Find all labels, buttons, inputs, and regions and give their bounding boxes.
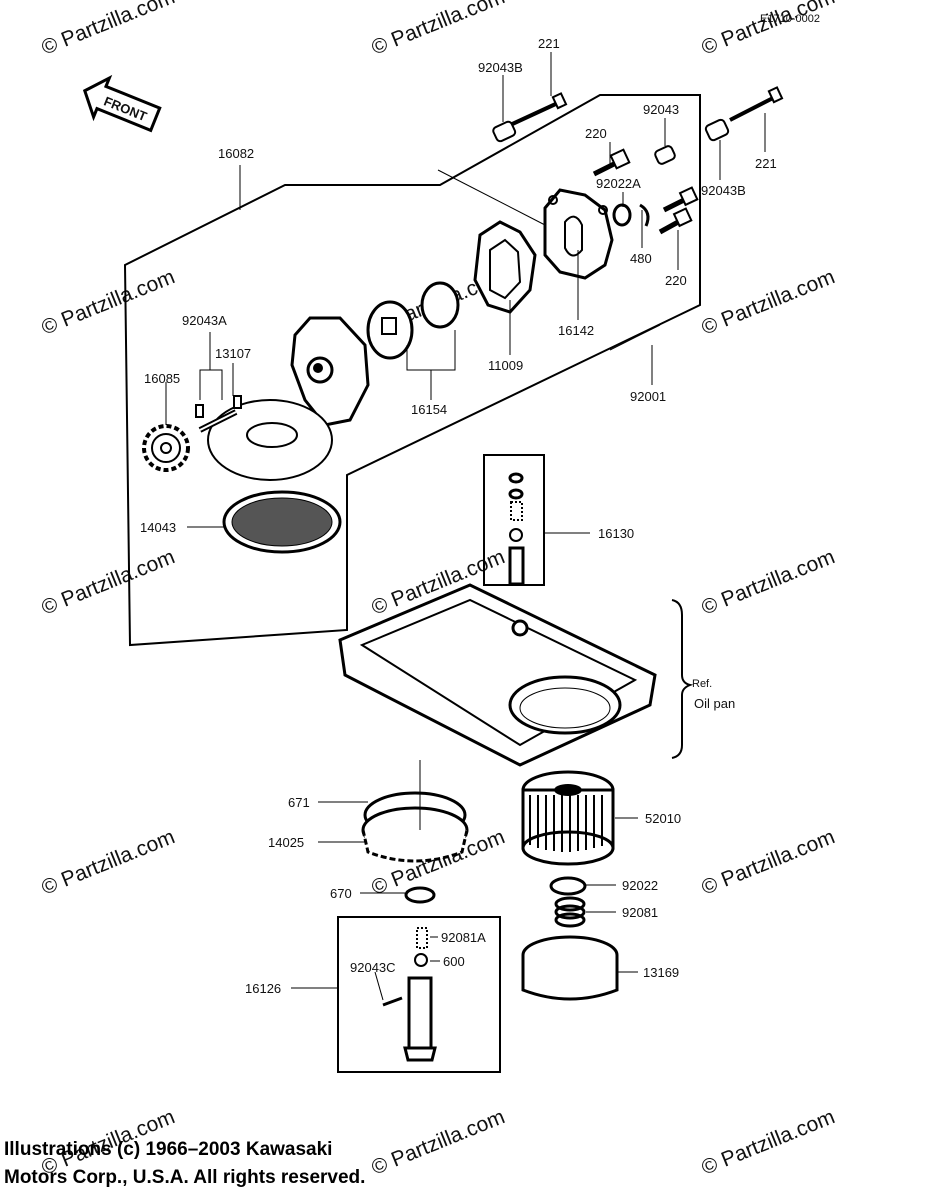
label-92022: 92022 <box>622 878 658 893</box>
label-92001: 92001 <box>630 389 666 404</box>
leader-lines <box>165 52 766 1001</box>
oil-screen-14043 <box>222 490 342 554</box>
oil-pan-bracket <box>671 599 694 759</box>
washer-92022 <box>549 876 587 896</box>
label-92081: 92081 <box>622 905 658 920</box>
copyright-line-2: Motors Corp., U.S.A. All rights reserved… <box>4 1167 366 1188</box>
label-671: 671 <box>288 795 310 810</box>
circlip-480 <box>639 203 650 227</box>
label-16142: 16142 <box>558 323 594 338</box>
oil-seal-92022a <box>612 203 632 227</box>
watermark: © Partzilla.com <box>698 1105 838 1179</box>
pump-cover-16142 <box>543 188 614 280</box>
label-16085: 16085 <box>144 371 180 386</box>
bolt-221-right <box>729 86 784 122</box>
watermark: © Partzilla.com <box>368 1105 508 1179</box>
label-670: 670 <box>330 886 352 901</box>
bolt-221-top <box>507 92 568 128</box>
collar-92043b-top <box>492 120 517 143</box>
label-221-right: 221 <box>755 156 777 171</box>
label-52010: 52010 <box>645 811 681 826</box>
label-16082: 16082 <box>218 146 254 161</box>
relief-valve-16130 <box>508 472 525 586</box>
label-92043c: 92043C <box>350 960 396 975</box>
label-16126: 16126 <box>245 981 281 996</box>
watermark: © Partzilla.com <box>38 545 178 619</box>
label-92043b-right: 92043B <box>701 183 746 198</box>
label-16130: 16130 <box>598 526 634 541</box>
label-600: 600 <box>443 954 465 969</box>
watermark: © Partzilla.com <box>368 0 508 60</box>
oil-pump-assembly-outline <box>123 94 701 647</box>
label-14043: 14043 <box>140 520 176 535</box>
filter-cup-13169 <box>521 935 619 1001</box>
pin-92043a-2 <box>233 395 242 409</box>
front-arrow-icon: FRONT <box>82 74 162 133</box>
label-11009: 11009 <box>488 358 523 373</box>
part-labels: 16082 221 92043B 92043 220 92022A 221 92… <box>140 36 777 996</box>
watermark: © Partzilla.com <box>698 0 838 60</box>
label-13169: 13169 <box>643 965 679 980</box>
ref-note: Ref. <box>692 678 712 690</box>
oil-pan <box>338 583 657 767</box>
oil-filter-52010 <box>521 770 615 866</box>
label-92043b-top: 92043B <box>478 60 523 75</box>
label-220-top: 220 <box>585 126 607 141</box>
label-221-top: 221 <box>538 36 560 51</box>
bypass-valve-16126 <box>382 927 437 1062</box>
label-92043a: 92043A <box>182 313 227 328</box>
label-92022a: 92022A <box>596 176 641 191</box>
watermark: © Partzilla.com <box>38 0 178 60</box>
watermark: © Partzilla.com <box>38 265 178 339</box>
rotor-set-16154 <box>366 281 460 360</box>
label-13107: 13107 <box>215 346 251 361</box>
ref-part-oil-pan: Oil pan <box>694 696 735 711</box>
watermark: © Partzilla.com <box>698 265 838 339</box>
pump-body <box>290 316 370 427</box>
copyright-line-1: Illustrations (c) 1966–2003 Kawasaki <box>4 1139 333 1160</box>
collar-92043 <box>654 145 676 165</box>
o-ring-670 <box>404 886 436 904</box>
watermark: © Partzilla.com <box>38 825 178 899</box>
strainer-plate <box>207 399 333 481</box>
watermark-layer: © Partzilla.com © Partzilla.com © Partzi… <box>38 0 838 1180</box>
label-16154: 16154 <box>411 402 447 417</box>
label-92081a: 92081A <box>441 930 486 945</box>
watermark: © Partzilla.com <box>698 545 838 619</box>
label-92043: 92043 <box>643 102 679 117</box>
label-220-right: 220 <box>665 273 687 288</box>
pin-92043a <box>195 404 204 418</box>
gasket-11009 <box>473 220 537 314</box>
shaft-13107 <box>198 409 238 433</box>
strainer-plate-hole <box>246 422 298 448</box>
watermark: © Partzilla.com <box>698 825 838 899</box>
bolt-220-top <box>592 148 631 177</box>
spring-92081 <box>554 896 586 928</box>
label-480: 480 <box>630 251 652 266</box>
collar-92043b-right <box>704 118 730 142</box>
bolt-220-right <box>658 186 699 235</box>
label-14025: 14025 <box>268 835 304 850</box>
filter-cover-14025 <box>361 791 469 863</box>
copyright-notice: Illustrations (c) 1966–2003 Kawasaki Mot… <box>4 1136 365 1192</box>
reference-code: E1710-0002 <box>760 13 820 25</box>
sprocket-16085 <box>142 424 190 472</box>
bypass-valve-box <box>337 916 501 1073</box>
